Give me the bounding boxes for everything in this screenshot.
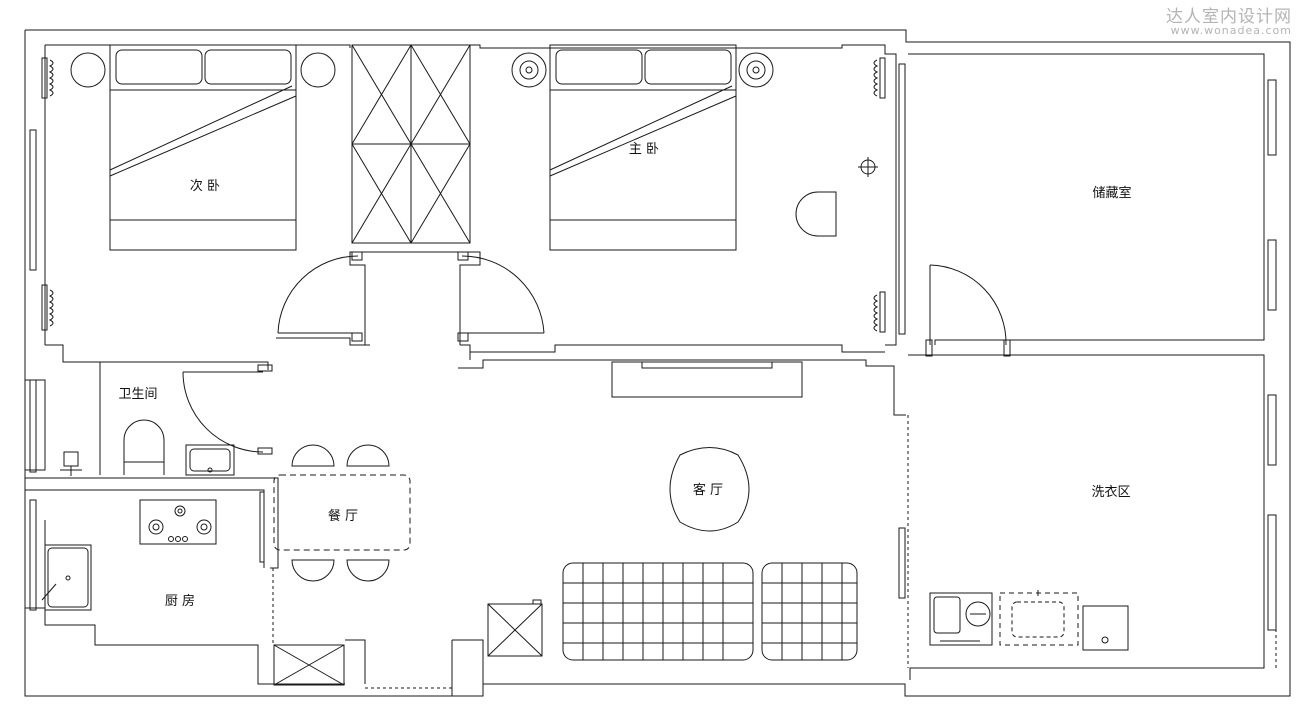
label-living-room: 客 厅	[693, 482, 723, 498]
exterior-walls	[24, 29, 1291, 697]
radiators	[41, 57, 886, 333]
doors	[182, 251, 1011, 455]
tv-cabinet	[611, 361, 803, 398]
label-master-bedroom: 主 卧	[629, 142, 659, 157]
dining-set	[273, 444, 411, 582]
master-bedroom-bed	[511, 44, 878, 251]
label-second-bedroom: 次 卧	[190, 178, 220, 194]
label-laundry-area: 洗衣区	[1091, 484, 1130, 500]
label-bathroom: 卫生间	[118, 387, 157, 402]
wardrobe	[351, 44, 471, 244]
sofas	[562, 562, 858, 661]
dashed-openings	[272, 415, 1277, 689]
watermark-url: www.wonadea.com	[1170, 24, 1292, 37]
label-storage-room: 储藏室	[1092, 185, 1131, 201]
bathroom-fixtures	[60, 419, 235, 476]
utility-boxes	[273, 599, 543, 686]
laundry-fixtures	[929, 590, 1129, 651]
windows	[29, 63, 1277, 631]
label-dining-room: 餐 厅	[328, 508, 358, 524]
watermark-title: 达人室内设计网	[1166, 7, 1292, 27]
label-kitchen: 厨 房	[165, 593, 195, 609]
second-bedroom-bed	[70, 44, 336, 251]
room-labels: 次 卧 主 卧 储藏室 卫生间 餐 厅 客 厅 洗衣区 厨 房	[118, 142, 1131, 609]
kitchen-fixtures	[41, 499, 217, 611]
coffee-table	[669, 447, 750, 532]
